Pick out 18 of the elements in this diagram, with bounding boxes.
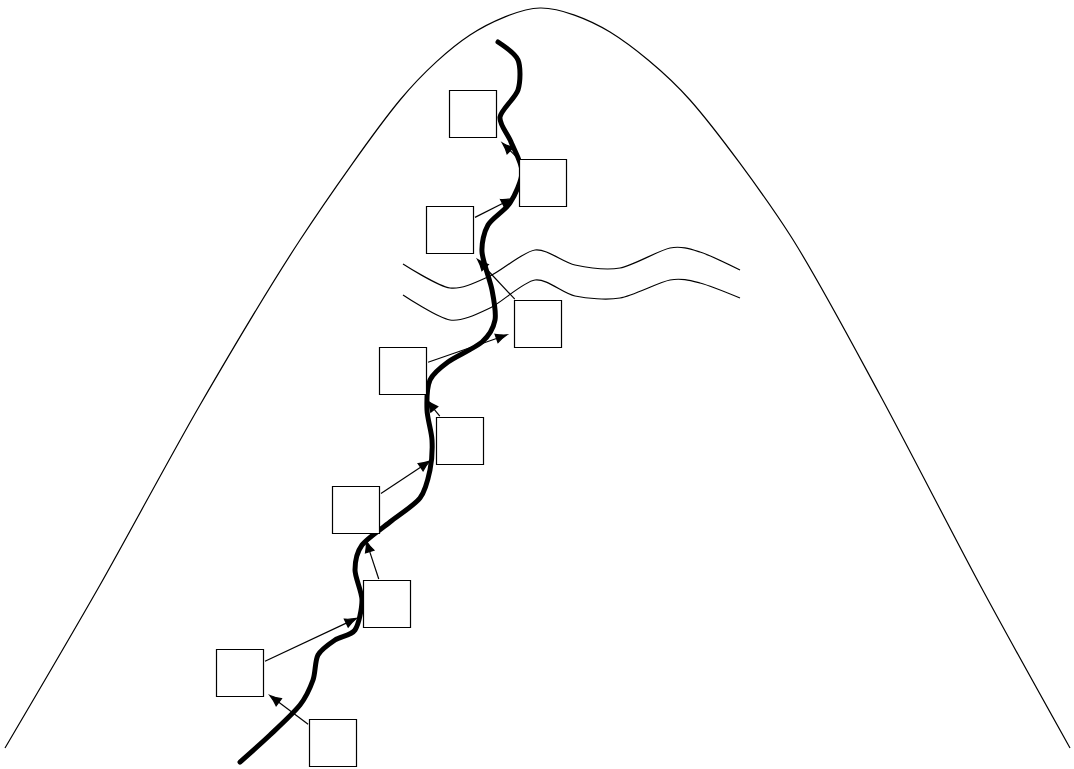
arrow [364, 540, 380, 580]
square-box [518, 158, 568, 208]
square-box [435, 416, 485, 466]
arrow [426, 400, 441, 417]
arrow [427, 333, 508, 363]
arrow [380, 460, 431, 495]
arrow [477, 258, 516, 300]
square-box [425, 205, 475, 255]
arrow [474, 197, 513, 218]
square-box [215, 648, 265, 698]
square-box [331, 485, 381, 535]
arrow [264, 617, 357, 662]
arrow [269, 694, 309, 725]
square-box [362, 579, 412, 629]
square-box [513, 299, 563, 349]
square-box [448, 89, 498, 139]
square-box [308, 718, 358, 768]
square-box [378, 346, 428, 396]
